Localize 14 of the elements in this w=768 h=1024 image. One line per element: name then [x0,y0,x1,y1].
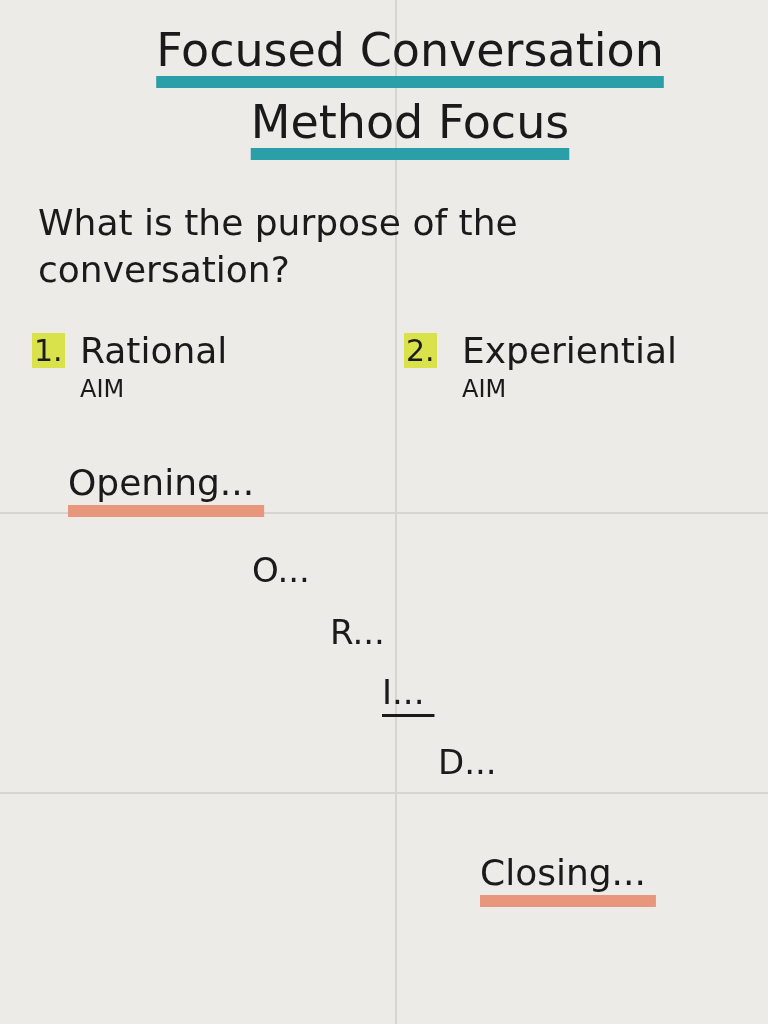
section-heading: Closing... [480,852,646,893]
handwritten-text: O... [252,550,310,590]
handwritten-text: Experiential [462,330,677,371]
section-heading: Opening... [68,462,255,503]
handwritten-text: Rational [80,330,228,371]
number-marker: 1. [32,333,65,368]
handwritten-text: AIM [80,375,125,403]
handwritten-text: I... [382,672,425,712]
handwritten-text: AIM [462,375,507,403]
number-marker: 2. [404,333,437,368]
question-text: What is the purpose of the conversation? [38,201,519,292]
handwritten-text: D... [438,742,497,782]
handwritten-text: R... [330,612,385,652]
title: Focused Conversation Method Focus [155,22,665,151]
